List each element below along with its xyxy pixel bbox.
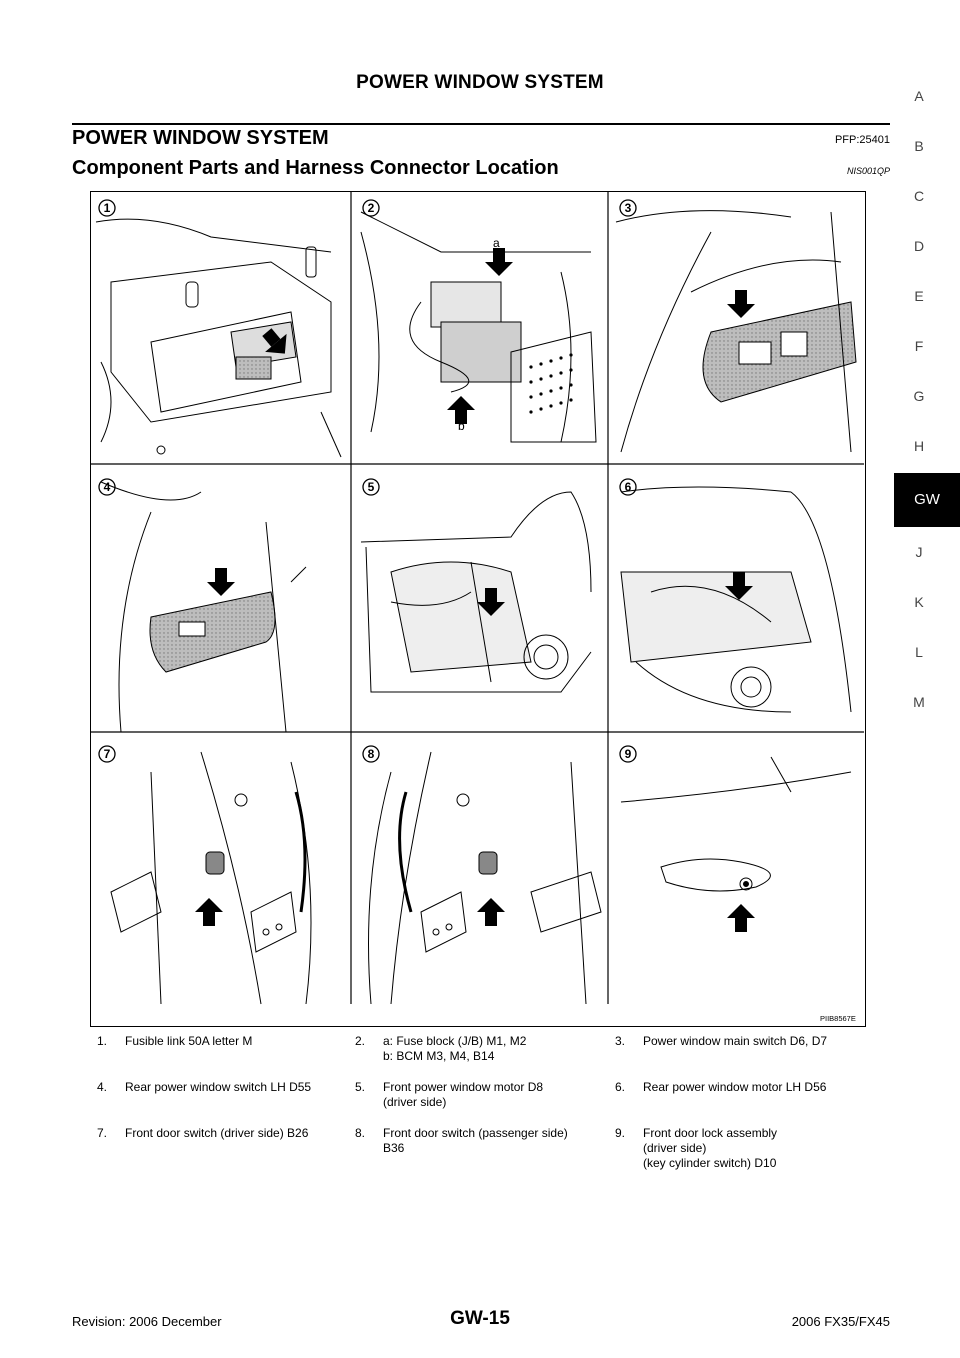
component-location-figure: a b [90,191,866,1027]
tab-f[interactable]: F [914,338,924,354]
callout-a: a [493,236,500,250]
caption-item: 2.a: Fuse block (J/B) M1, M2 b: BCM M3, … [355,1034,527,1063]
tab-c[interactable]: C [913,188,925,204]
caption-row: 7.Front door switch (driver side) B26 8.… [97,1126,867,1171]
panel-number-3: 3 [625,201,632,215]
panel-number-9: 9 [625,747,632,761]
caption-table: 1.Fusible link 50A letter M 2.a: Fuse bl… [97,1034,867,1187]
caption-item: 7.Front door switch (driver side) B26 [97,1126,309,1140]
nis-code: NIS001QP [846,166,890,176]
figure-code: PIIB8567E [818,1014,858,1023]
panel-9-illustration [620,756,852,892]
caption-item: 9.Front door lock assembly (driver side)… [615,1126,778,1170]
tab-a[interactable]: A [914,88,924,104]
footer-revision: Revision: 2006 December [72,1314,222,1329]
panel-6-illustration [620,486,852,713]
panel-9-arrow [727,904,755,932]
section-subtitle: Component Parts and Harness Connector Lo… [72,157,559,179]
tab-e[interactable]: E [914,288,924,304]
panel-7-arrow [195,898,223,926]
caption-row: 4.Rear power window switch LH D55 5.Fron… [97,1080,867,1110]
section-title: POWER WINDOW SYSTEM [72,127,329,149]
panel-2-illustration [360,211,597,443]
tab-h[interactable]: H [913,438,925,454]
tab-gw-active[interactable]: GW [894,473,960,527]
footer-page-number: GW-15 [450,1308,510,1329]
caption-item: 8.Front door switch (passenger side) B36 [355,1126,568,1155]
panel-5-illustration [360,491,592,693]
panel-8-illustration [368,751,602,1005]
tab-d[interactable]: D [913,238,925,254]
caption-item: 5.Front power window motor D8 (driver si… [355,1080,544,1109]
panel-number-4: 4 [104,480,111,494]
panel-3-illustration [615,210,857,453]
panel-number-6: 6 [625,480,632,494]
callout-b: b [458,419,465,433]
pfp-code: PFP:25401 [834,134,890,146]
tab-g[interactable]: G [913,388,925,404]
tab-m[interactable]: M [913,694,925,710]
caption-item: 1.Fusible link 50A letter M [97,1034,253,1048]
caption-item: 6.Rear power window motor LH D56 [615,1080,827,1094]
panel-number-8: 8 [368,747,375,761]
caption-row: 1.Fusible link 50A letter M 2.a: Fuse bl… [97,1034,867,1064]
caption-item: 4.Rear power window switch LH D55 [97,1080,312,1094]
tab-k[interactable]: K [914,594,924,610]
header-rule [72,123,890,125]
tab-j[interactable]: J [915,544,923,560]
caption-item: 3.Power window main switch D6, D7 [615,1034,828,1048]
panel-1-illustration [95,218,342,458]
panel-7-illustration [110,751,312,1005]
panel-4-illustration [100,481,307,733]
figure-drawing: a b [91,192,864,1005]
tab-b[interactable]: B [914,138,924,154]
panel-number-2: 2 [368,201,375,215]
panel-3-arrow [727,290,755,318]
panel-8-arrow [477,898,505,926]
panel-number-1: 1 [104,201,111,215]
panel-4-arrow [207,568,235,596]
footer-model: 2006 FX35/FX45 [791,1314,890,1329]
panel-number-5: 5 [368,480,375,494]
tab-l[interactable]: L [915,644,923,660]
panel-2-grille [529,353,573,414]
running-header: POWER WINDOW SYSTEM [356,72,604,93]
panel-number-7: 7 [104,747,111,761]
